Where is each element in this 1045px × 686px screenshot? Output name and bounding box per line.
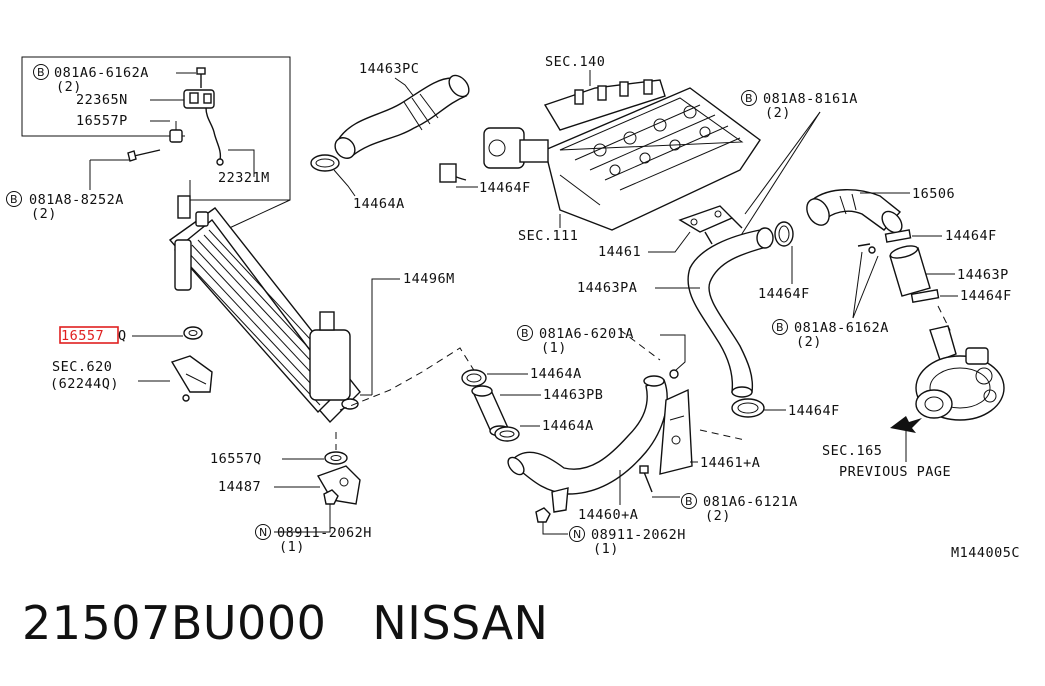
grommet-16557q-bottom (324, 451, 348, 465)
label-14464a-low: 14464A (542, 418, 594, 434)
label-081a8-8161a: 081A8-8161A (763, 91, 858, 107)
svg-text:B: B (10, 193, 18, 206)
pipe-14460a (507, 375, 668, 513)
label-14496m: 14496M (403, 271, 455, 287)
label-14487: 14487 (218, 479, 261, 495)
label-08911-right-qty: (1) (593, 541, 619, 557)
label-14464a-mid: 14464A (530, 366, 582, 382)
clamp-14464a-top (310, 154, 340, 172)
label-081a8-6162a-qty: (2) (796, 334, 822, 350)
grommet-16557p (169, 129, 183, 143)
svg-text:B: B (521, 327, 529, 340)
label-08911-left: 08911-2062H (277, 525, 372, 541)
label-14464f-right1: 14464F (945, 228, 997, 244)
hose-14463pa (687, 227, 774, 398)
bracket-62244q (170, 355, 213, 402)
label-14464f-mid: 14464F (758, 286, 810, 302)
bolt-081a8-6162a-callout: B 081A8-6162A (2) (772, 243, 889, 350)
label-sec111: SEC.111 (518, 228, 578, 244)
label-sec165: SEC.165 (822, 443, 882, 459)
label-081a6-6121a: 081A6-6121A (703, 494, 798, 510)
label-081a8-8252a: 081A8-8252A (29, 192, 124, 208)
label-14464f-right2: 14464F (960, 288, 1012, 304)
label-14460a: 14460+A (578, 507, 638, 523)
bolt-081a6-6121a-callout: B 081A6-6121A (2) (639, 465, 798, 524)
b-marker: B (37, 66, 45, 79)
clamp-14464a-mid (461, 369, 487, 387)
label-22365n: 22365N (76, 92, 128, 108)
label-16557p: 16557P (76, 113, 128, 129)
diagram-code: M144005C (951, 545, 1020, 561)
svg-text:B: B (685, 495, 693, 508)
turbocharger (915, 325, 1005, 421)
label-081a6-6162a: 081A6-6162A (54, 65, 149, 81)
bolt-081a8-8252a-callout: B 081A8-8252A (2) (6, 149, 161, 222)
label-14464f-head: 14464F (479, 180, 531, 196)
hose-14463p (889, 245, 931, 297)
bolt-081a8-8161a-callout: B 081A8-8161A (2) (737, 90, 858, 241)
clamp-14464a-low (494, 426, 520, 442)
clamp-14464f-mid (774, 221, 794, 247)
label-sec620-sub: (62244Q) (50, 376, 119, 392)
svg-text:B: B (776, 321, 784, 334)
intercooler-14496m (168, 195, 361, 424)
cylinder-head (439, 79, 761, 231)
label-14464a-top: 14464A (353, 196, 405, 212)
clamp-14464f-low (731, 398, 765, 418)
svg-text:B: B (745, 92, 753, 105)
part-caption: 21507BU000 NISSAN (22, 596, 548, 650)
bolt-081a6-6201a-callout: B 081A6-6201A (1) (517, 325, 686, 379)
label-081a8-8252a-qty: (2) (31, 206, 57, 222)
label-16557q-left-suffix: Q (118, 328, 127, 344)
sensor-wire (205, 107, 222, 161)
label-16557q-left: 16557 (61, 328, 104, 344)
label-14463pa: 14463PA (577, 280, 637, 296)
nut-08911-right-callout: N 08911-2062H (1) (535, 507, 686, 557)
label-081a6-6121a-qty: (2) (705, 508, 731, 524)
label-081a6-6162a-qty: (2) (56, 79, 82, 95)
pipe-16506 (806, 189, 903, 234)
label-22321m: 22321M (218, 170, 270, 186)
label-081a8-8161a-qty: (2) (765, 105, 791, 121)
label-08911-left-qty: (1) (279, 539, 305, 555)
label-14463p: 14463P (957, 267, 1009, 283)
svg-text:N: N (573, 528, 581, 541)
clamp-14464f-right1 (884, 229, 912, 243)
label-081a6-6201a: 081A6-6201A (539, 326, 634, 342)
highlight-box (59, 326, 119, 344)
label-16557q-highlighted: 16557 Q (59, 326, 183, 344)
label-081a6-6201a-qty: (1) (541, 340, 567, 356)
grommet-16557q-left (183, 326, 203, 340)
label-08911-right: 08911-2062H (591, 527, 686, 543)
brand-name: NISSAN (372, 596, 549, 650)
nut-08911-left-callout: N 08911-2062H (1) (255, 489, 372, 555)
label-16506: 16506 (912, 186, 955, 202)
label-previous-page: PREVIOUS PAGE (839, 464, 951, 480)
label-16557q-bottom: 16557Q (210, 451, 262, 467)
label-14463pb: 14463PB (543, 387, 603, 403)
clamp-14464f-right2 (910, 288, 940, 304)
label-14461a: 14461+A (700, 455, 760, 471)
label-14461: 14461 (598, 244, 641, 260)
gasket-14461 (678, 205, 743, 245)
label-081a8-6162a: 081A8-6162A (794, 320, 889, 336)
hose-14463pc (334, 74, 470, 159)
label-14464f-low: 14464F (788, 403, 840, 419)
label-sec140: SEC.140 (545, 54, 605, 70)
label-sec620: SEC.620 (52, 359, 112, 375)
label-14463pc: 14463PC (359, 61, 419, 77)
bolt-081a6-6162a-callout: B 081A6-6162A (2) (33, 64, 196, 95)
bracket-14461a (659, 388, 693, 475)
sensor-22365n (183, 89, 215, 109)
small-bolt-top (196, 67, 206, 88)
part-number: 21507BU000 (22, 596, 327, 650)
svg-text:N: N (259, 526, 267, 539)
